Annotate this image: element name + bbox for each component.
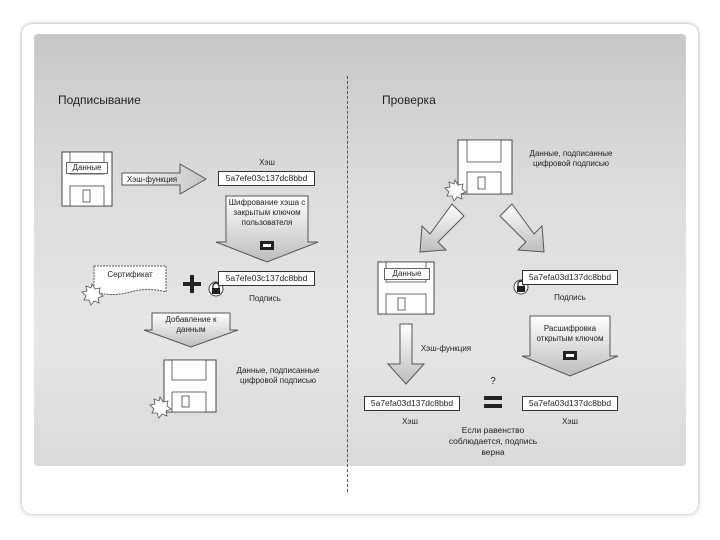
verification-title: Проверка — [382, 93, 436, 107]
append-label: Добавление к данным — [165, 315, 217, 334]
data-label: Данные — [66, 162, 108, 174]
append-arrow — [143, 312, 239, 348]
hash-function-label: Хэш-функция — [126, 175, 178, 184]
signature-label: Подпись — [554, 293, 586, 302]
signed-floppy-icon — [163, 359, 217, 413]
decrypt-label: Расшифровка открытым ключом — [536, 324, 604, 343]
hash-label: Хэш — [259, 158, 275, 167]
question-mark: ? — [490, 376, 496, 387]
hash-function-label: Хэш-функция — [420, 344, 472, 353]
signature-value-box: 5a7efa03d137dc8bbd — [522, 270, 618, 285]
split-arrow-right — [499, 203, 545, 253]
data-label: Данные — [384, 268, 430, 280]
plus-bar-v — [190, 275, 194, 293]
floppy-disk-icon — [61, 151, 113, 207]
equals-bar-bottom — [484, 404, 502, 408]
equals-bar-top — [484, 396, 502, 400]
section-divider — [347, 76, 348, 492]
hash-function-down-arrow — [386, 323, 426, 385]
seal-icon — [81, 282, 104, 306]
split-arrow-left — [419, 203, 465, 253]
key-icon — [260, 241, 274, 250]
hash-right-label: Хэш — [562, 417, 578, 426]
hash-left-box: 5a7efa03d137dc8bbd — [364, 396, 460, 411]
signed-data-label: Данные, подписанные цифровой подписью — [236, 366, 320, 385]
signing-title: Подписывание — [58, 93, 141, 107]
hash-right-box: 5a7efa03d137dc8bbd — [522, 396, 618, 411]
decrypt-arrow — [521, 315, 619, 377]
diagram-panel — [34, 34, 686, 466]
hash-left-label: Хэш — [402, 417, 418, 426]
encrypt-arrow — [215, 195, 319, 263]
encrypt-label: Шифрование хэша с закрытым ключом пользо… — [228, 198, 306, 227]
signed-data-label: Данные, подписанные цифровой подписью — [529, 149, 613, 168]
seal-icon — [444, 178, 467, 202]
certificate-shape — [93, 265, 167, 295]
certificate-label: Сертификат — [107, 270, 153, 279]
hash-function-arrow — [121, 163, 208, 195]
conclusion-text: Если равенство соблюдается, подпись верн… — [448, 425, 538, 457]
signed-hash-box: 5a7efe03c137dc8bbd — [218, 271, 315, 286]
signed-floppy-icon — [457, 139, 513, 195]
signature-label: Подпись — [249, 294, 281, 303]
hash-value-box: 5a7efe03c137dc8bbd — [218, 171, 315, 186]
seal-icon — [149, 395, 172, 419]
key-icon — [563, 351, 577, 360]
